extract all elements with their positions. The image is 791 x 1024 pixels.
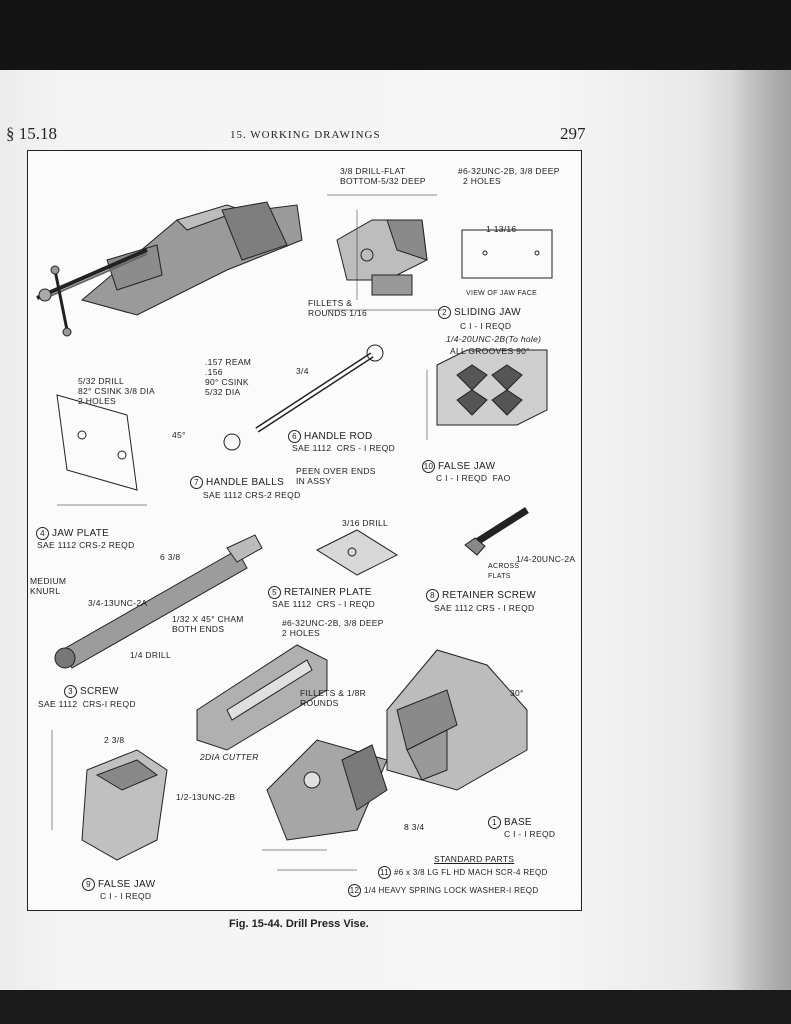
jaw-plate-part-4 <box>56 394 147 506</box>
label-unc-top: #6-32UNC-2B, 3/8 DEEP <box>458 166 560 176</box>
part-number-10: 10 <box>422 460 435 473</box>
label-peen: PEEN OVER ENDS IN ASSY <box>296 466 376 486</box>
handle-rod-title: HANDLE ROD <box>304 431 373 442</box>
part-number-5: 5 <box>268 586 281 599</box>
label-false-jaw-10-spec: C I - I REQD FAO <box>436 473 511 483</box>
label-retainer-screw-spec: SAE 1112 CRS - I REQD <box>434 603 535 613</box>
drill-press-vise-drawing <box>36 194 553 871</box>
part-number-1: 1 <box>488 816 501 829</box>
label-fillets-r: FILLETS & 1/8R ROUNDS <box>300 688 367 708</box>
page-spine-shadow <box>731 70 791 990</box>
slide-pictorial <box>196 644 328 751</box>
false-jaw-part-9 <box>81 749 168 861</box>
section-number: § 15.18 <box>6 124 57 143</box>
false-jaw-10-title: FALSE JAW <box>438 461 496 472</box>
dim-1-13-16: 1 13/16 <box>486 224 517 234</box>
retainer-plate-title: RETAINER PLATE <box>284 587 372 598</box>
retainer-screw-title: RETAINER SCREW <box>442 590 537 601</box>
label-jaw-plate-spec: SAE 1112 CRS-2 REQD <box>37 540 135 550</box>
label-base-spec: C I - I REQD <box>504 829 556 839</box>
assembled-vise-pictorial <box>36 201 303 337</box>
label-false-jaw-9-spec: C I - I REQD <box>100 891 152 901</box>
scan-top-border <box>0 0 791 70</box>
scan-bottom-border <box>0 990 791 1024</box>
label-screw-spec: SAE 1112 CRS-I REQD <box>38 699 136 709</box>
label-drill-jaw-plate: 5/32 DRILL 82° CSINK 3/8 DIA 2 HOLES <box>78 376 156 406</box>
false-jaw-part-10 <box>436 349 548 426</box>
part-number-3: 3 <box>64 685 77 698</box>
label-drill-flat: 3/8 DRILL-FLAT <box>340 166 406 176</box>
label-unc-13-2b: 1/2-13UNC-2B <box>176 792 236 802</box>
label-fillets-rounds: FILLETS & ROUNDS 1/16 <box>308 298 368 318</box>
sliding-jaw-part-2 <box>327 194 553 311</box>
label-handle-balls-spec: SAE 1112 CRS-2 REQD <box>203 490 301 500</box>
label-standard-parts: STANDARD PARTS <box>434 854 515 864</box>
label-handle-rod-spec: SAE 1112 CRS - I REQD <box>292 443 396 453</box>
dim-8-3-4: 8 3/4 <box>404 822 425 832</box>
std-11-text: #6 x 3/8 LG FL HD MACH SCR-4 REQD <box>394 868 548 877</box>
part-number-11: 11 <box>378 866 391 879</box>
label-drill-quarter: 1/4 DRILL <box>130 650 171 660</box>
dim-30: 30° <box>510 688 524 698</box>
base-part-1 <box>266 649 528 841</box>
dim-45: 45° <box>172 430 186 440</box>
label-retainer-plate-spec: SAE 1112 CRS - I REQD <box>272 599 376 609</box>
screw-title: SCREW <box>80 686 119 697</box>
retainer-screw-part-8 <box>464 507 529 556</box>
part-number-6: 6 <box>288 430 301 443</box>
label-unc-28: 1/4-20UNC-2B(To hole) <box>446 334 542 344</box>
retainer-plate-part-5 <box>315 529 399 576</box>
handle-balls-title: HANDLE BALLS <box>206 477 285 488</box>
chapter-title: 15. WORKING DRAWINGS <box>230 129 381 141</box>
label-grooves: ALL GROOVES 90° <box>450 346 530 356</box>
label-bottom-deep: BOTTOM-5/32 DEEP <box>340 176 426 186</box>
label-std-11: 11#6 x 3/8 LG FL HD MACH SCR-4 REQD <box>378 866 548 879</box>
part-number-7: 7 <box>190 476 203 489</box>
label-view-jaw-face: VIEW OF JAW FACE <box>466 290 538 297</box>
part-number-4: 4 <box>36 527 49 540</box>
part-number-2: 2 <box>438 306 451 319</box>
part-number-8: 8 <box>426 589 439 602</box>
label-cham: 1/32 X 45° CHAM BOTH ENDS <box>172 614 244 634</box>
label-ream: .157 REAM .156 90° CSINK 5/32 DIA <box>205 357 252 397</box>
std-12-text: 1/4 HEAVY SPRING LOCK WASHER-I REQD <box>364 886 539 895</box>
dim-3-4: 3/4 <box>296 366 309 376</box>
label-across-flats: ACROSS FLATS <box>488 563 520 580</box>
jaw-plate-title: JAW PLATE <box>52 528 110 539</box>
dim-6-3-8: 6 3/8 <box>160 552 181 562</box>
handle-rod-part-6 <box>223 344 384 451</box>
label-unc-2a: 3/4-13UNC-2A <box>88 598 148 608</box>
screw-part-3 <box>54 534 263 669</box>
part-number-12: 12 <box>348 884 361 897</box>
label-medium-knurl: MEDIUM KNURL <box>30 576 67 596</box>
part-number-9: 9 <box>82 878 95 891</box>
label-unc-mid: #6-32UNC-2B, 3/8 DEEP 2 HOLES <box>282 618 384 638</box>
label-retainer-drill: 3/16 DRILL <box>342 518 388 528</box>
label-sliding-jaw-spec: C I - I REQD <box>460 321 512 331</box>
label-unc-20-2a: 1/4-20UNC-2A <box>516 554 576 564</box>
figure-caption: Fig. 15-44. Drill Press Vise. <box>229 918 369 930</box>
label-cutter: 2DIA CUTTER <box>200 752 259 762</box>
false-jaw-9-title: FALSE JAW <box>98 879 156 890</box>
page-number: 297 <box>560 124 586 143</box>
label-two-holes: 2 HOLES <box>463 176 502 186</box>
dim-2-3-8: 2 3/8 <box>104 735 125 745</box>
sliding-jaw-title: SLIDING JAW <box>454 307 521 318</box>
base-title: BASE <box>504 817 532 828</box>
